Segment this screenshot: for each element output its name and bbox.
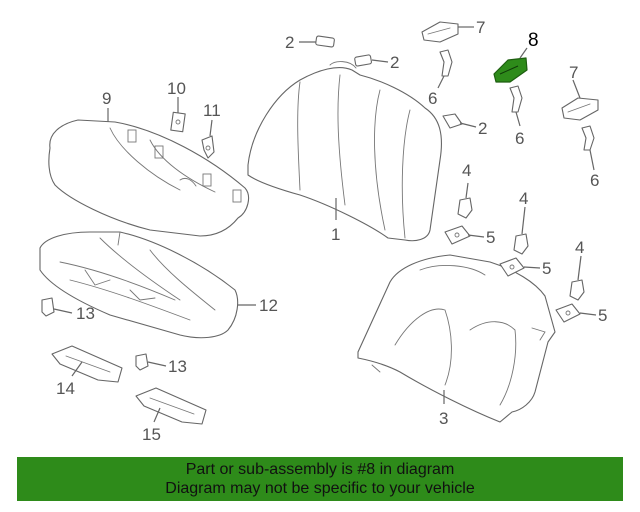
clip-part-2b[interactable] [354, 54, 372, 67]
callout-6c: 6 [590, 171, 599, 190]
callout-7b: 7 [569, 63, 578, 82]
bolt-part-4a[interactable] [457, 197, 473, 219]
callout-11: 11 [203, 101, 221, 120]
callout-6a: 6 [428, 89, 437, 108]
callout-4b: 4 [519, 189, 528, 208]
banner-line-1: Part or sub-assembly is #8 in diagram [185, 461, 455, 478]
grommet-part-13a[interactable] [41, 297, 55, 317]
bolt-part-4b[interactable] [513, 233, 529, 255]
callout-2c: 2 [478, 119, 487, 138]
callouts: 1 2 2 2 3 4 4 4 5 5 5 6 6 6 7 7 8 9 10 1… [56, 18, 607, 444]
callout-6b: 6 [515, 129, 524, 148]
bracket-part-5c[interactable] [555, 303, 581, 323]
clip-part-2a[interactable] [315, 35, 335, 48]
latch-part-6b[interactable] [509, 85, 523, 113]
seat-cushion-part-9[interactable] [48, 119, 250, 237]
seat-back-part-3[interactable] [357, 254, 556, 423]
callout-5b: 5 [542, 259, 551, 278]
rail-part-15[interactable] [135, 387, 207, 425]
hook-part-11[interactable] [201, 135, 215, 159]
latch-part-6c[interactable] [581, 125, 595, 151]
callout-9: 9 [102, 89, 111, 108]
latch-part-6a[interactable] [439, 49, 453, 77]
banner-line-2: Diagram may not be specific to your vehi… [165, 480, 475, 497]
bracket-part-5a[interactable] [444, 225, 471, 245]
cover-part-7b[interactable] [561, 97, 599, 121]
cover-part-7a[interactable] [421, 21, 459, 43]
bolt-part-4c[interactable] [569, 279, 585, 301]
callout-8: 8 [528, 30, 539, 51]
grommet-part-13b[interactable] [135, 353, 149, 371]
callout-5a: 5 [486, 228, 495, 247]
bracket-part-10[interactable] [170, 111, 186, 133]
seat-frame-part-12[interactable] [39, 231, 239, 339]
callout-1: 1 [331, 225, 340, 244]
leader-lines [53, 26, 597, 423]
bracket-part-5b[interactable] [499, 257, 525, 277]
callout-7a: 7 [476, 18, 485, 37]
callout-13b: 13 [168, 357, 187, 376]
cover-part-8-highlighted[interactable] [493, 57, 528, 83]
callout-14: 14 [56, 379, 75, 398]
callout-2a: 2 [285, 33, 294, 52]
callout-3: 3 [439, 409, 448, 428]
callout-2b: 2 [390, 53, 399, 72]
seat-back-part-1[interactable] [247, 61, 443, 242]
part-info-banner: Part or sub-assembly is #8 in diagram Di… [17, 457, 623, 501]
callout-13a: 13 [76, 304, 95, 323]
callout-12: 12 [259, 296, 278, 315]
rail-part-14[interactable] [51, 345, 123, 383]
callout-15: 15 [142, 425, 161, 444]
callout-5c: 5 [598, 306, 607, 325]
callout-10: 10 [167, 79, 186, 98]
parts-diagram: 1 2 2 2 3 4 4 4 5 5 5 6 6 6 7 7 8 9 10 1… [39, 18, 607, 444]
callout-4c: 4 [575, 238, 584, 257]
callout-4a: 4 [462, 161, 471, 180]
clip-part-2c[interactable] [442, 113, 463, 129]
